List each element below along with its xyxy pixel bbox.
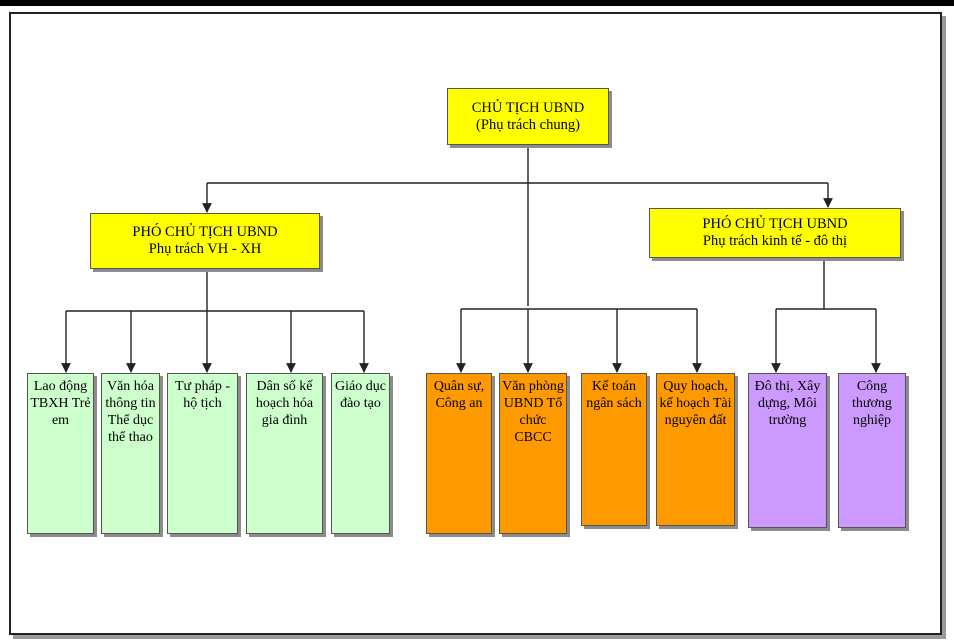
dept-label: Dân số kế hoạch hóa gia đình [255, 379, 314, 428]
dept-box: Quy hoạch, kế hoạch Tài nguyên đất [656, 373, 735, 526]
dept-label: Giáo dục đào tạo [335, 379, 386, 411]
vice-right-subtitle: Phụ trách kinh tế - đô thị [702, 233, 848, 249]
dept-label: Công thương nghiệp [852, 379, 892, 428]
dept-box: Kế toán ngân sách [581, 373, 647, 526]
dept-box: Đô thị, Xây dựng, Môi trường [748, 373, 827, 528]
dept-label: Tư pháp - hộ tịch [174, 379, 230, 411]
chairman-title: CHỦ TỊCH UBND [471, 99, 585, 116]
vice-chairman-right-box: PHÓ CHỦ TỊCH UBND Phụ trách kinh tế - đô… [649, 208, 901, 258]
top-bar [0, 0, 954, 6]
dept-box: Văn phòng UBND Tổ chức CBCC [499, 373, 567, 534]
vice-chairman-left-box: PHÓ CHỦ TỊCH UBND Phụ trách VH - XH [90, 213, 320, 269]
dept-box: Dân số kế hoạch hóa gia đình [246, 373, 323, 534]
vice-left-subtitle: Phụ trách VH - XH [148, 241, 262, 257]
dept-label: Kế toán ngân sách [586, 379, 642, 411]
chairman-box: CHỦ TỊCH UBND (Phụ trách chung) [447, 88, 609, 145]
dept-box: Văn hóa thông tin Thể dục thể thao [101, 373, 160, 534]
dept-label: Quy hoạch, kế hoạch Tài nguyên đất [659, 379, 732, 428]
dept-label: Đô thị, Xây dựng, Môi trường [754, 379, 821, 428]
dept-label: Văn hóa thông tin Thể dục thể thao [105, 379, 156, 445]
vice-right-title: PHÓ CHỦ TỊCH UBND [702, 216, 848, 232]
chairman-subtitle: (Phụ trách chung) [476, 116, 580, 133]
dept-label: Quân sự, Công an [433, 379, 485, 411]
dept-box: Tư pháp - hộ tịch [167, 373, 238, 534]
dept-label: Lao động TBXH Trẻ em [30, 379, 91, 428]
dept-box: Giáo dục đào tạo [331, 373, 390, 534]
dept-box: Lao động TBXH Trẻ em [27, 373, 94, 534]
vice-left-title: PHÓ CHỦ TỊCH UBND [132, 224, 278, 240]
dept-label: Văn phòng UBND Tổ chức CBCC [502, 379, 564, 445]
dept-box: Công thương nghiệp [838, 373, 906, 528]
dept-box: Quân sự, Công an [426, 373, 492, 534]
